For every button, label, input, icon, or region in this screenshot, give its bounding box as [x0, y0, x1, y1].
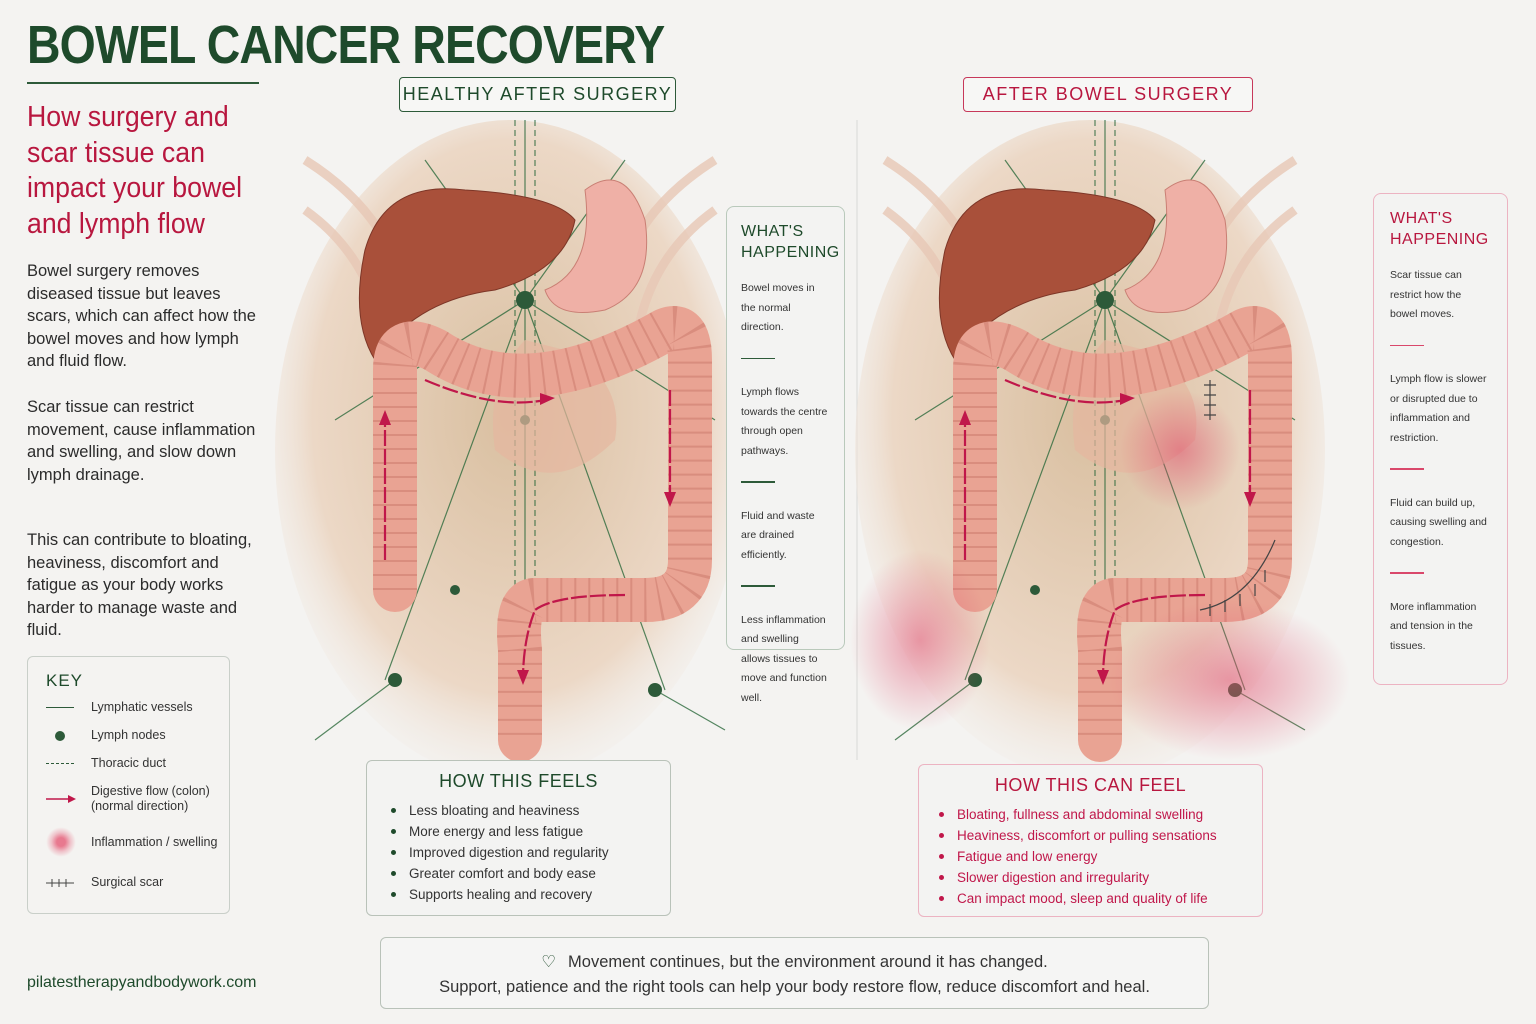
page-title: BOWEL CANCER RECOVERY: [27, 15, 665, 75]
divider: [741, 357, 775, 359]
footer-line-2: Support, patience and the right tools ca…: [439, 978, 1150, 996]
title-divider: [27, 82, 259, 84]
list-item: Bloating, fullness and abdominal swellin…: [939, 804, 1262, 825]
lymphatic-vessel-icon: [46, 706, 91, 709]
key-item: Inflammation / swelling: [46, 827, 217, 857]
panel-text: Fluid and waste are drained efficiently.: [741, 509, 815, 561]
panel-heading: HOW THIS CAN FEEL: [994, 775, 1187, 795]
key-item: Lymph nodes: [46, 728, 166, 743]
intro-paragraph-2: Scar tissue can restrict movement, cause…: [27, 398, 256, 484]
divider: [741, 481, 775, 483]
healthy-abdomen-illustration: [275, 120, 745, 780]
divider: [1390, 572, 1424, 574]
inflammation-area: [850, 550, 990, 730]
key-item: Thoracic duct: [46, 756, 166, 771]
panel-text: Lymph flow is slower or disrupted due to…: [1390, 373, 1487, 444]
website-link[interactable]: pilatestherapyandbodywork.com: [27, 974, 257, 991]
key-label: Thoracic duct: [91, 756, 167, 770]
after-feels-panel: HOW THIS CAN FEEL Bloating, fullness and…: [918, 764, 1263, 917]
heart-icon: ♡: [541, 953, 557, 971]
inflammation-icon: [46, 827, 91, 857]
list-item: Heaviness, discomfort or pulling sensati…: [939, 825, 1262, 846]
list-item: Less bloating and heaviness: [391, 800, 670, 821]
inflammation-area: [1120, 390, 1240, 510]
key-label: Surgical scar: [91, 875, 164, 889]
key-legend: KEY Lymphatic vessels Lymph nodes Thorac…: [27, 656, 230, 914]
panel-text: More inflammation and tension in the tis…: [1390, 600, 1477, 652]
panel-heading: WHAT'S HAPPENING: [1390, 210, 1489, 248]
after-surgery-panel-label: AFTER BOWEL SURGERY: [963, 77, 1253, 112]
subtitle: How surgery and scar tissue can impact y…: [27, 101, 243, 240]
healthy-whats-happening-panel: WHAT'S HAPPENING Bowel moves in the norm…: [726, 206, 845, 704]
list-item: More energy and less fatigue: [391, 821, 670, 842]
list-item: Slower digestion and irregularity: [939, 867, 1262, 888]
footer-line-1: Movement continues, but the environment …: [568, 953, 1048, 971]
lymph-node-icon: [46, 730, 91, 741]
panel-text: Fluid can build up, causing swelling and…: [1390, 496, 1487, 548]
panel-heading: HOW THIS FEELS: [439, 771, 598, 791]
panel-text: Scar tissue can restrict how the bowel m…: [1390, 269, 1462, 320]
divider: [741, 585, 775, 587]
divider: [1390, 344, 1424, 346]
key-item: Lymphatic vessels: [46, 700, 193, 715]
intro-paragraph-3: This can contribute to bloating, heavine…: [27, 531, 252, 640]
list-item: Improved digestion and regularity: [391, 842, 670, 863]
thoracic-duct-icon: [46, 763, 91, 764]
key-label: Digestive flow (colon) (normal direction…: [91, 784, 210, 813]
list-item: Fatigue and low energy: [939, 846, 1262, 867]
footer-message: ♡ Movement continues, but the environment…: [380, 937, 1209, 1009]
key-item: Surgical scar: [46, 875, 163, 890]
panel-text: Bowel moves in the normal direction.: [741, 282, 815, 333]
divider: [1390, 468, 1424, 470]
key-label: Lymph nodes: [91, 728, 166, 742]
surgical-scar-icon: [46, 878, 91, 888]
after-whats-happening-panel: WHAT'S HAPPENING Scar tissue can restric…: [1373, 193, 1508, 685]
key-item: Digestive flow (colon) (normal direction…: [46, 784, 226, 814]
inflammation-area: [1110, 600, 1350, 760]
key-title: KEY: [46, 671, 84, 690]
key-label: Lymphatic vessels: [91, 700, 193, 714]
list-item: Can impact mood, sleep and quality of li…: [939, 888, 1262, 909]
panel-heading: WHAT'S HAPPENING: [741, 223, 840, 261]
healthy-panel-label: HEALTHY AFTER SURGERY: [399, 77, 676, 112]
healthy-feels-panel: HOW THIS FEELS Less bloating and heavine…: [366, 760, 671, 916]
arrow-right-icon: [46, 794, 91, 804]
list-item: Greater comfort and body ease: [391, 863, 670, 884]
surgical-scar: [1199, 380, 1276, 616]
list-item: Supports healing and recovery: [391, 884, 670, 905]
panel-text: Lymph flows towards the centre through o…: [741, 386, 828, 457]
key-label: Inflammation / swelling: [91, 834, 218, 849]
intro-paragraph-1: Bowel surgery removes diseased tissue bu…: [27, 262, 256, 371]
panel-text: Less inflammation and swelling allows ti…: [741, 613, 827, 704]
